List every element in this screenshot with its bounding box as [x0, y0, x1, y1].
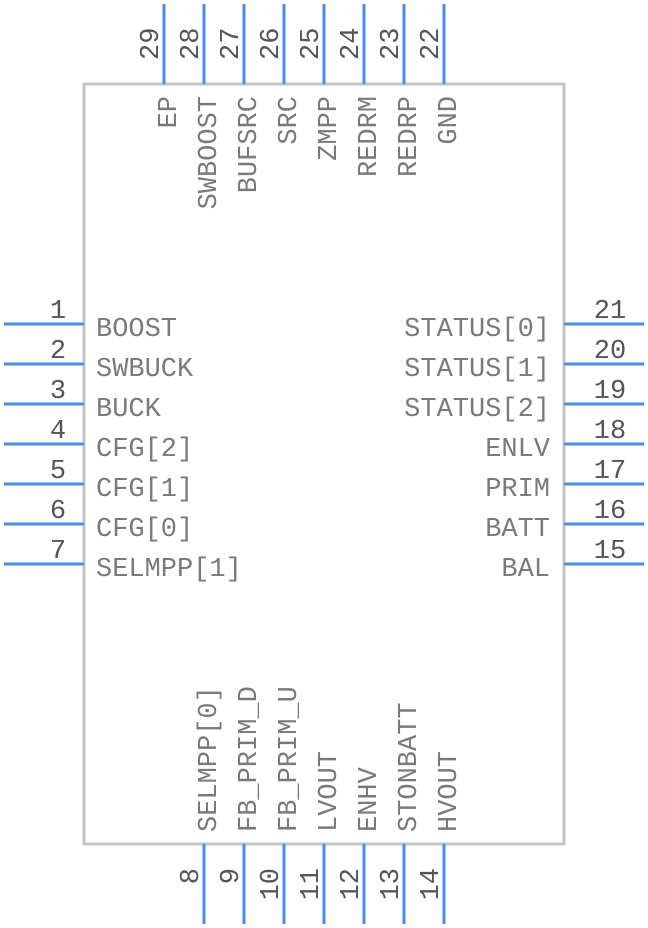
pin-24-number: 24: [337, 28, 367, 60]
pin-25-label: ZMPP: [315, 96, 345, 161]
pin-5-number: 5: [50, 457, 66, 487]
pin-19-number: 19: [594, 377, 626, 407]
pin-7-label: SELMPP[1]: [96, 555, 242, 585]
pin-21-number: 21: [594, 297, 626, 327]
pin-10-label: FB_PRIM_U: [275, 686, 305, 832]
pin-group: [4, 4, 644, 924]
pin-17-label: PRIM: [485, 475, 550, 505]
pin-18-label: ENLV: [485, 435, 551, 465]
pin-8-number: 8: [177, 868, 207, 884]
pin-16-number: 16: [594, 497, 626, 527]
pin-13-label: STONBATT: [395, 702, 425, 832]
pin-22-number: 22: [417, 28, 447, 60]
pin-12-number: 12: [337, 868, 367, 900]
pin-2-number: 2: [50, 337, 66, 367]
pin-26-number: 26: [257, 28, 287, 60]
pin-23-number: 23: [377, 28, 407, 60]
pin-14-number: 14: [417, 868, 447, 900]
pin-20-label: STATUS[1]: [404, 355, 550, 385]
pin-15-label: BAL: [501, 555, 550, 585]
pin-22-label: GND: [435, 96, 465, 145]
chip-body: [82, 82, 566, 846]
pin-16-label: BATT: [485, 515, 550, 545]
pin-21-label: STATUS[0]: [404, 315, 550, 345]
pin-3-number: 3: [50, 377, 66, 407]
pin-1-label: BOOST: [96, 315, 177, 345]
pin-8-label: SELMPP[0]: [195, 686, 225, 832]
pin-25-number: 25: [297, 28, 327, 60]
pin-11-number: 11: [297, 868, 327, 900]
pin-27-number: 27: [217, 28, 247, 60]
pin-29-label: EP: [155, 96, 185, 128]
pin-28-number: 28: [177, 28, 207, 60]
pin-4-label: CFG[2]: [96, 435, 193, 465]
pin-9-number: 9: [217, 868, 247, 884]
pin-6-label: CFG[0]: [96, 515, 193, 545]
pin-18-number: 18: [594, 417, 626, 447]
pin-7-number: 7: [50, 537, 66, 567]
pin-5-label: CFG[1]: [96, 475, 193, 505]
pin-10-number: 10: [257, 868, 287, 900]
pin-11-label: LVOUT: [315, 751, 345, 832]
pin-27-label: BUFSRC: [235, 96, 265, 193]
pin-6-number: 6: [50, 497, 66, 527]
pin-14-label: HVOUT: [435, 751, 465, 832]
pin-29-number: 29: [137, 28, 167, 60]
pin-2-label: SWBUCK: [96, 355, 194, 385]
pin-9-label: FB_PRIM_D: [235, 686, 265, 832]
pin-26-label: SRC: [275, 96, 305, 145]
pin-13-number: 13: [377, 868, 407, 900]
pin-19-label: STATUS[2]: [404, 395, 550, 425]
pin-24-label: REDRM: [355, 96, 385, 177]
pin-23-label: REDRP: [395, 96, 425, 177]
pin-20-number: 20: [594, 337, 626, 367]
pin-4-number: 4: [50, 417, 66, 447]
pin-15-number: 15: [594, 537, 626, 567]
pin-17-number: 17: [594, 457, 626, 487]
pin-3-label: BUCK: [96, 395, 162, 425]
pin-28-label: SWBOOST: [195, 96, 225, 209]
pin-1-number: 1: [50, 297, 66, 327]
pin-12-label: ENHV: [355, 766, 385, 832]
